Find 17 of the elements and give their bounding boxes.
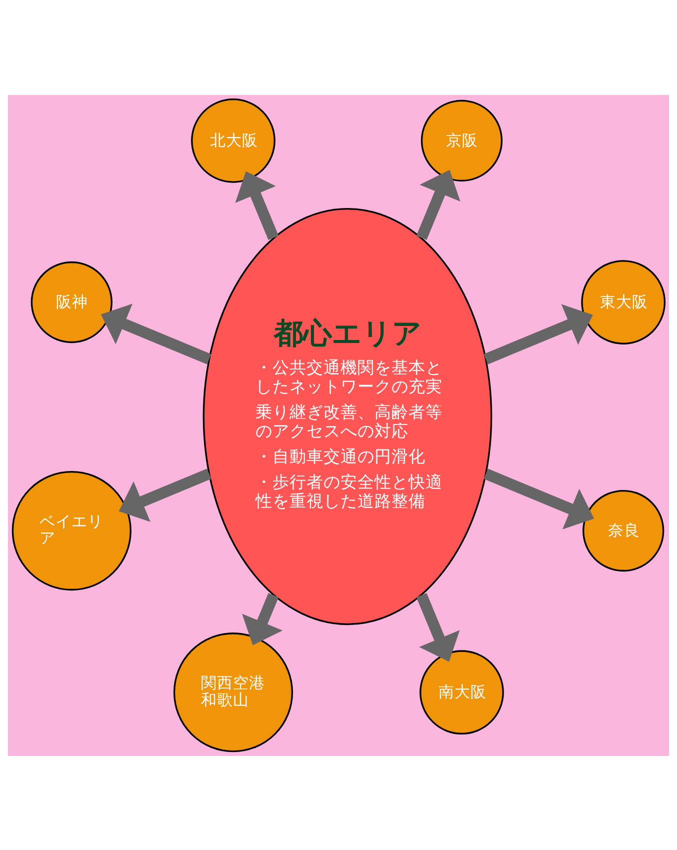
arrow [416,592,460,662]
arrow [416,169,460,240]
node-circle: ベイエリア [12,470,132,590]
arrow [118,468,212,522]
arrow [100,303,212,364]
node-circle: 東大阪 [581,260,666,344]
arrow [242,592,283,645]
node-circle: 阪神 [30,260,112,343]
node-circle: 関西空港和歌山 [173,632,294,752]
node-circle: 奈良 [582,489,664,572]
node-circle: 北大阪 [191,98,276,182]
arrow [484,468,594,529]
arrow [484,304,593,364]
node-circle: 南大阪 [420,650,504,734]
node-ellipse: 都心エリア ・公共交通機関を基本としたネットワークの充実 乗り継ぎ改善、高齢者等のアクセスへの対応 ・自動車交通の円滑化 ・歩行者の安全性と快適性を重視した道路整備 [202,207,492,625]
node-circle: 京阪 [420,99,503,181]
arrow [235,170,279,240]
